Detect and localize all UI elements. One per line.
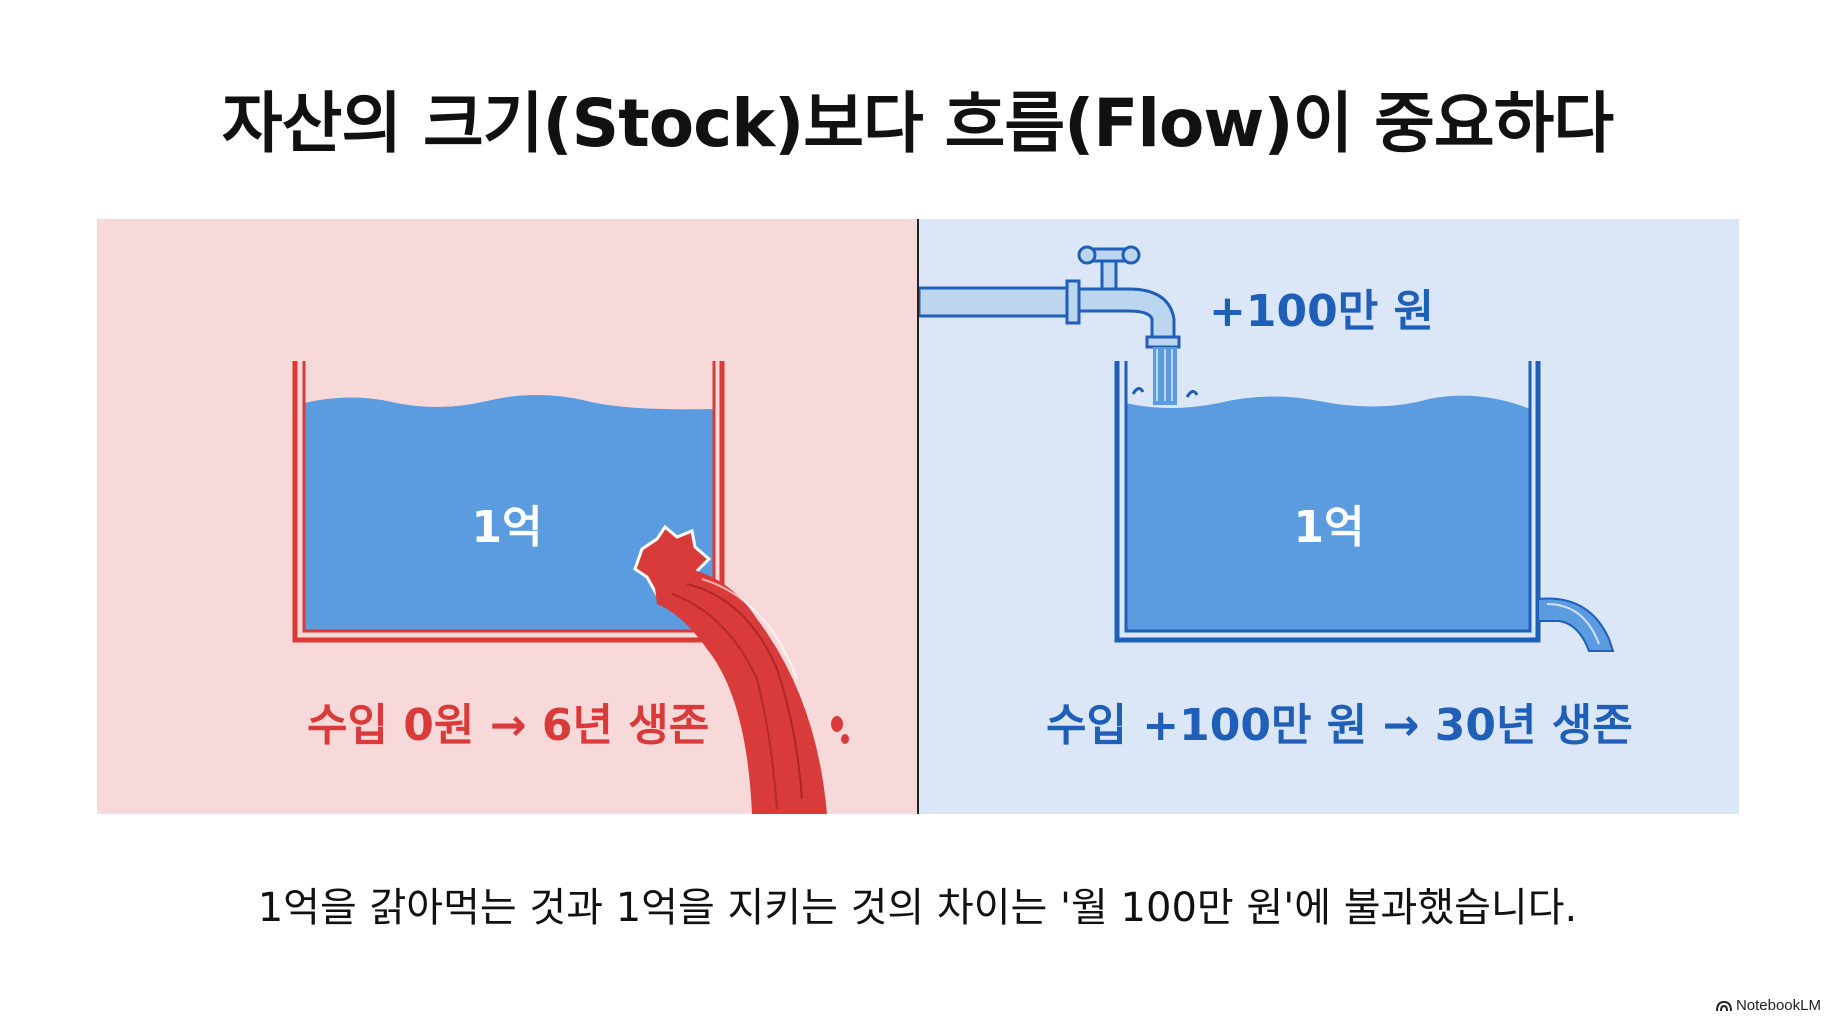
right-tank-illustration [919, 245, 1615, 652]
inflow-label: +100만 원 [1209, 286, 1434, 337]
right-tank-label: 1억 [1293, 502, 1365, 553]
notebooklm-logo-icon [1715, 1000, 1732, 1011]
leak-stream-icon [633, 524, 849, 814]
panel-divider [917, 219, 919, 814]
brand-watermark: NotebookLM [1715, 997, 1821, 1014]
right-caption: 수입 +100만 원 → 30년 생존 [1046, 700, 1633, 751]
left-panel-depleting: 1억 수입 0원 → 6년 생존 [97, 219, 917, 814]
left-tank-label: 1억 [471, 502, 543, 553]
left-tank-water [304, 395, 714, 631]
right-tank-water [1126, 395, 1530, 631]
brand-name: NotebookLM [1735, 997, 1821, 1014]
bottom-summary: 1억을 갉아먹는 것과 1억을 지키는 것의 차이는 '월 100만 원'에 불… [257, 885, 1578, 931]
left-tank-illustration [292, 361, 849, 814]
faucet-icon [919, 245, 1199, 405]
right-panel-sustaining: +100만 원 1억 수입 +100만 원 → 30년 생존 [919, 219, 1739, 814]
right-tank-outline [1114, 361, 1541, 643]
outflow-stream-icon [1537, 597, 1615, 652]
left-tank-outline [292, 361, 725, 643]
page-title: 자산의 크기(Stock)보다 흐름(Flow)이 중요하다 [221, 85, 1614, 162]
left-caption: 수입 0원 → 6년 생존 [307, 700, 710, 751]
